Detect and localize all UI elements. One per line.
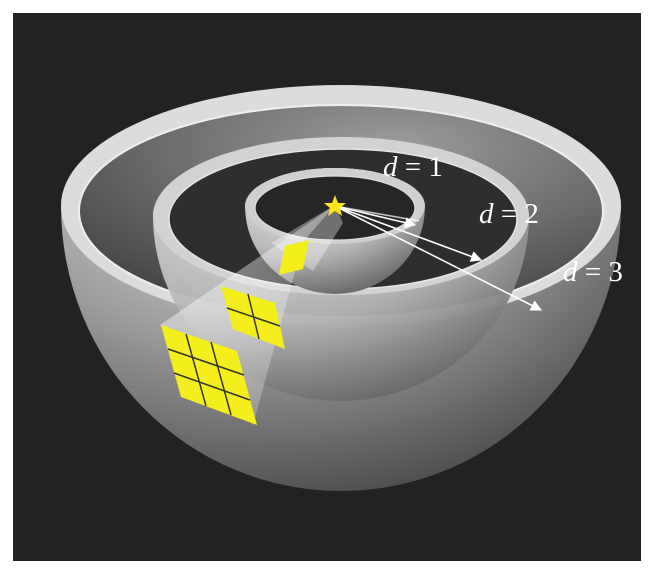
patch-inner: [279, 240, 309, 275]
star-icon: [324, 195, 346, 216]
patch-outer: [161, 325, 257, 425]
arrow-d2: [334, 205, 483, 262]
inverse-square-diagram: d = 1 d = 2 d = 3: [61, 85, 623, 491]
label-d1: d = 1: [383, 151, 443, 183]
patch-middle: [221, 286, 285, 349]
label-d2: d = 2: [479, 198, 539, 230]
diagram-frame: d = 1 d = 2 d = 3: [13, 13, 641, 561]
arrow-d3: [334, 205, 542, 311]
label-d3: d = 3: [563, 256, 623, 288]
distance-arrows: [334, 205, 542, 311]
